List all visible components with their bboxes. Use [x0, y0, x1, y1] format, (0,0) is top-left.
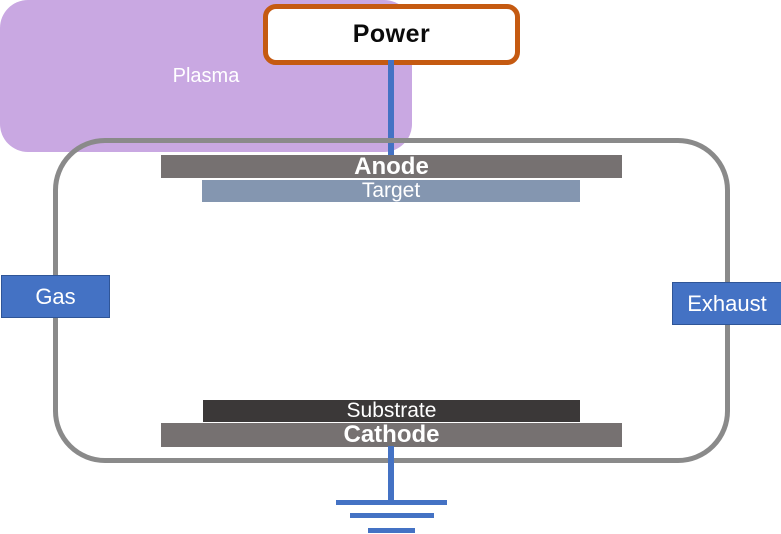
ground-line-medium: [350, 513, 434, 518]
power-supply-box: Power: [263, 4, 520, 65]
exhaust-outlet-box: Exhaust: [672, 282, 781, 325]
anode-label: Anode: [354, 152, 429, 180]
power-to-anode-wire: [388, 60, 394, 156]
cathode-label: Cathode: [343, 421, 440, 448]
cathode-to-ground-wire: [388, 446, 394, 503]
gas-inlet-box: Gas: [1, 275, 110, 318]
gas-label: Gas: [35, 283, 76, 309]
plasma-label: Plasma: [172, 64, 240, 87]
exhaust-label: Exhaust: [687, 290, 767, 316]
ground-line-short: [368, 528, 415, 533]
ground-line-long: [336, 500, 447, 505]
power-label: Power: [352, 20, 431, 48]
anode-bar: Anode: [161, 152, 622, 180]
cathode-bar: Cathode: [161, 421, 622, 448]
substrate-bar: Substrate: [203, 399, 580, 422]
substrate-label: Substrate: [346, 399, 437, 422]
target-label: Target: [361, 179, 421, 202]
target-bar: Target: [202, 179, 580, 202]
